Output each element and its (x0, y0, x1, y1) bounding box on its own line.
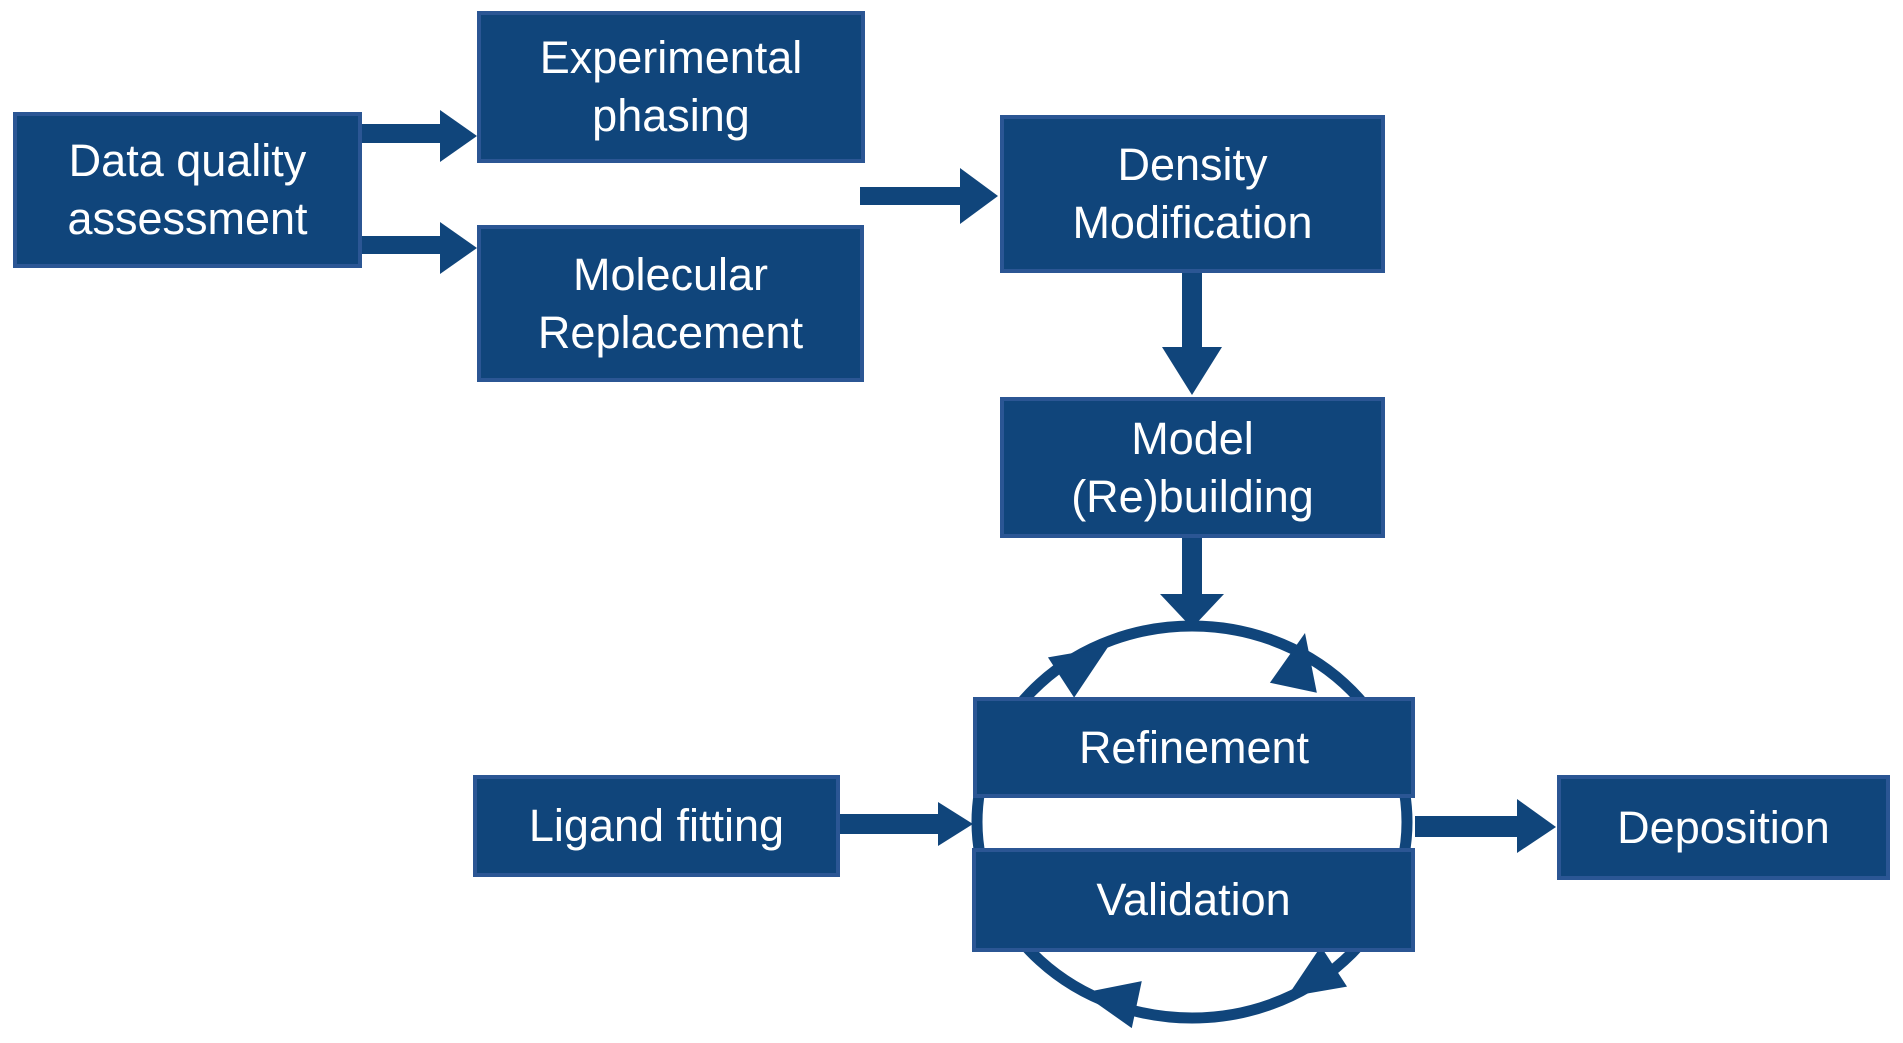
refinement-validation-cycle-ring (971, 620, 1413, 1024)
arrow-dataquality-to-molecular-icon (362, 222, 477, 274)
cycle-arrowhead-bottom-right-icon (1287, 946, 1348, 997)
arrow-cycle-to-deposition-icon (1415, 799, 1556, 853)
box-model-rebuilding: Model (Re)building (1000, 397, 1385, 538)
box-data-quality-assessment: Data quality assessment (13, 112, 362, 268)
arrow-dataquality-to-experimental-icon (362, 110, 477, 162)
box-validation: Validation (972, 848, 1415, 952)
arrow-phasing-to-density-icon (860, 168, 998, 224)
box-experimental-phasing: Experimental phasing (477, 11, 865, 163)
arrow-model-to-cycle-icon (1160, 538, 1224, 628)
cycle-arrowhead-top-left-icon (1047, 647, 1108, 698)
box-deposition: Deposition (1557, 775, 1890, 880)
box-refinement: Refinement (973, 697, 1415, 798)
box-ligand-fitting: Ligand fitting (473, 775, 840, 877)
arrow-ligand-to-cycle-icon (840, 802, 973, 846)
cycle-arrowhead-top-right-icon (1269, 633, 1317, 693)
arrow-density-to-model-icon (1162, 273, 1222, 395)
box-density-modification: Density Modification (1000, 115, 1385, 273)
cycle-arrowhead-bottom-left-icon (1082, 981, 1142, 1029)
box-molecular-replacement: Molecular Replacement (477, 225, 864, 382)
